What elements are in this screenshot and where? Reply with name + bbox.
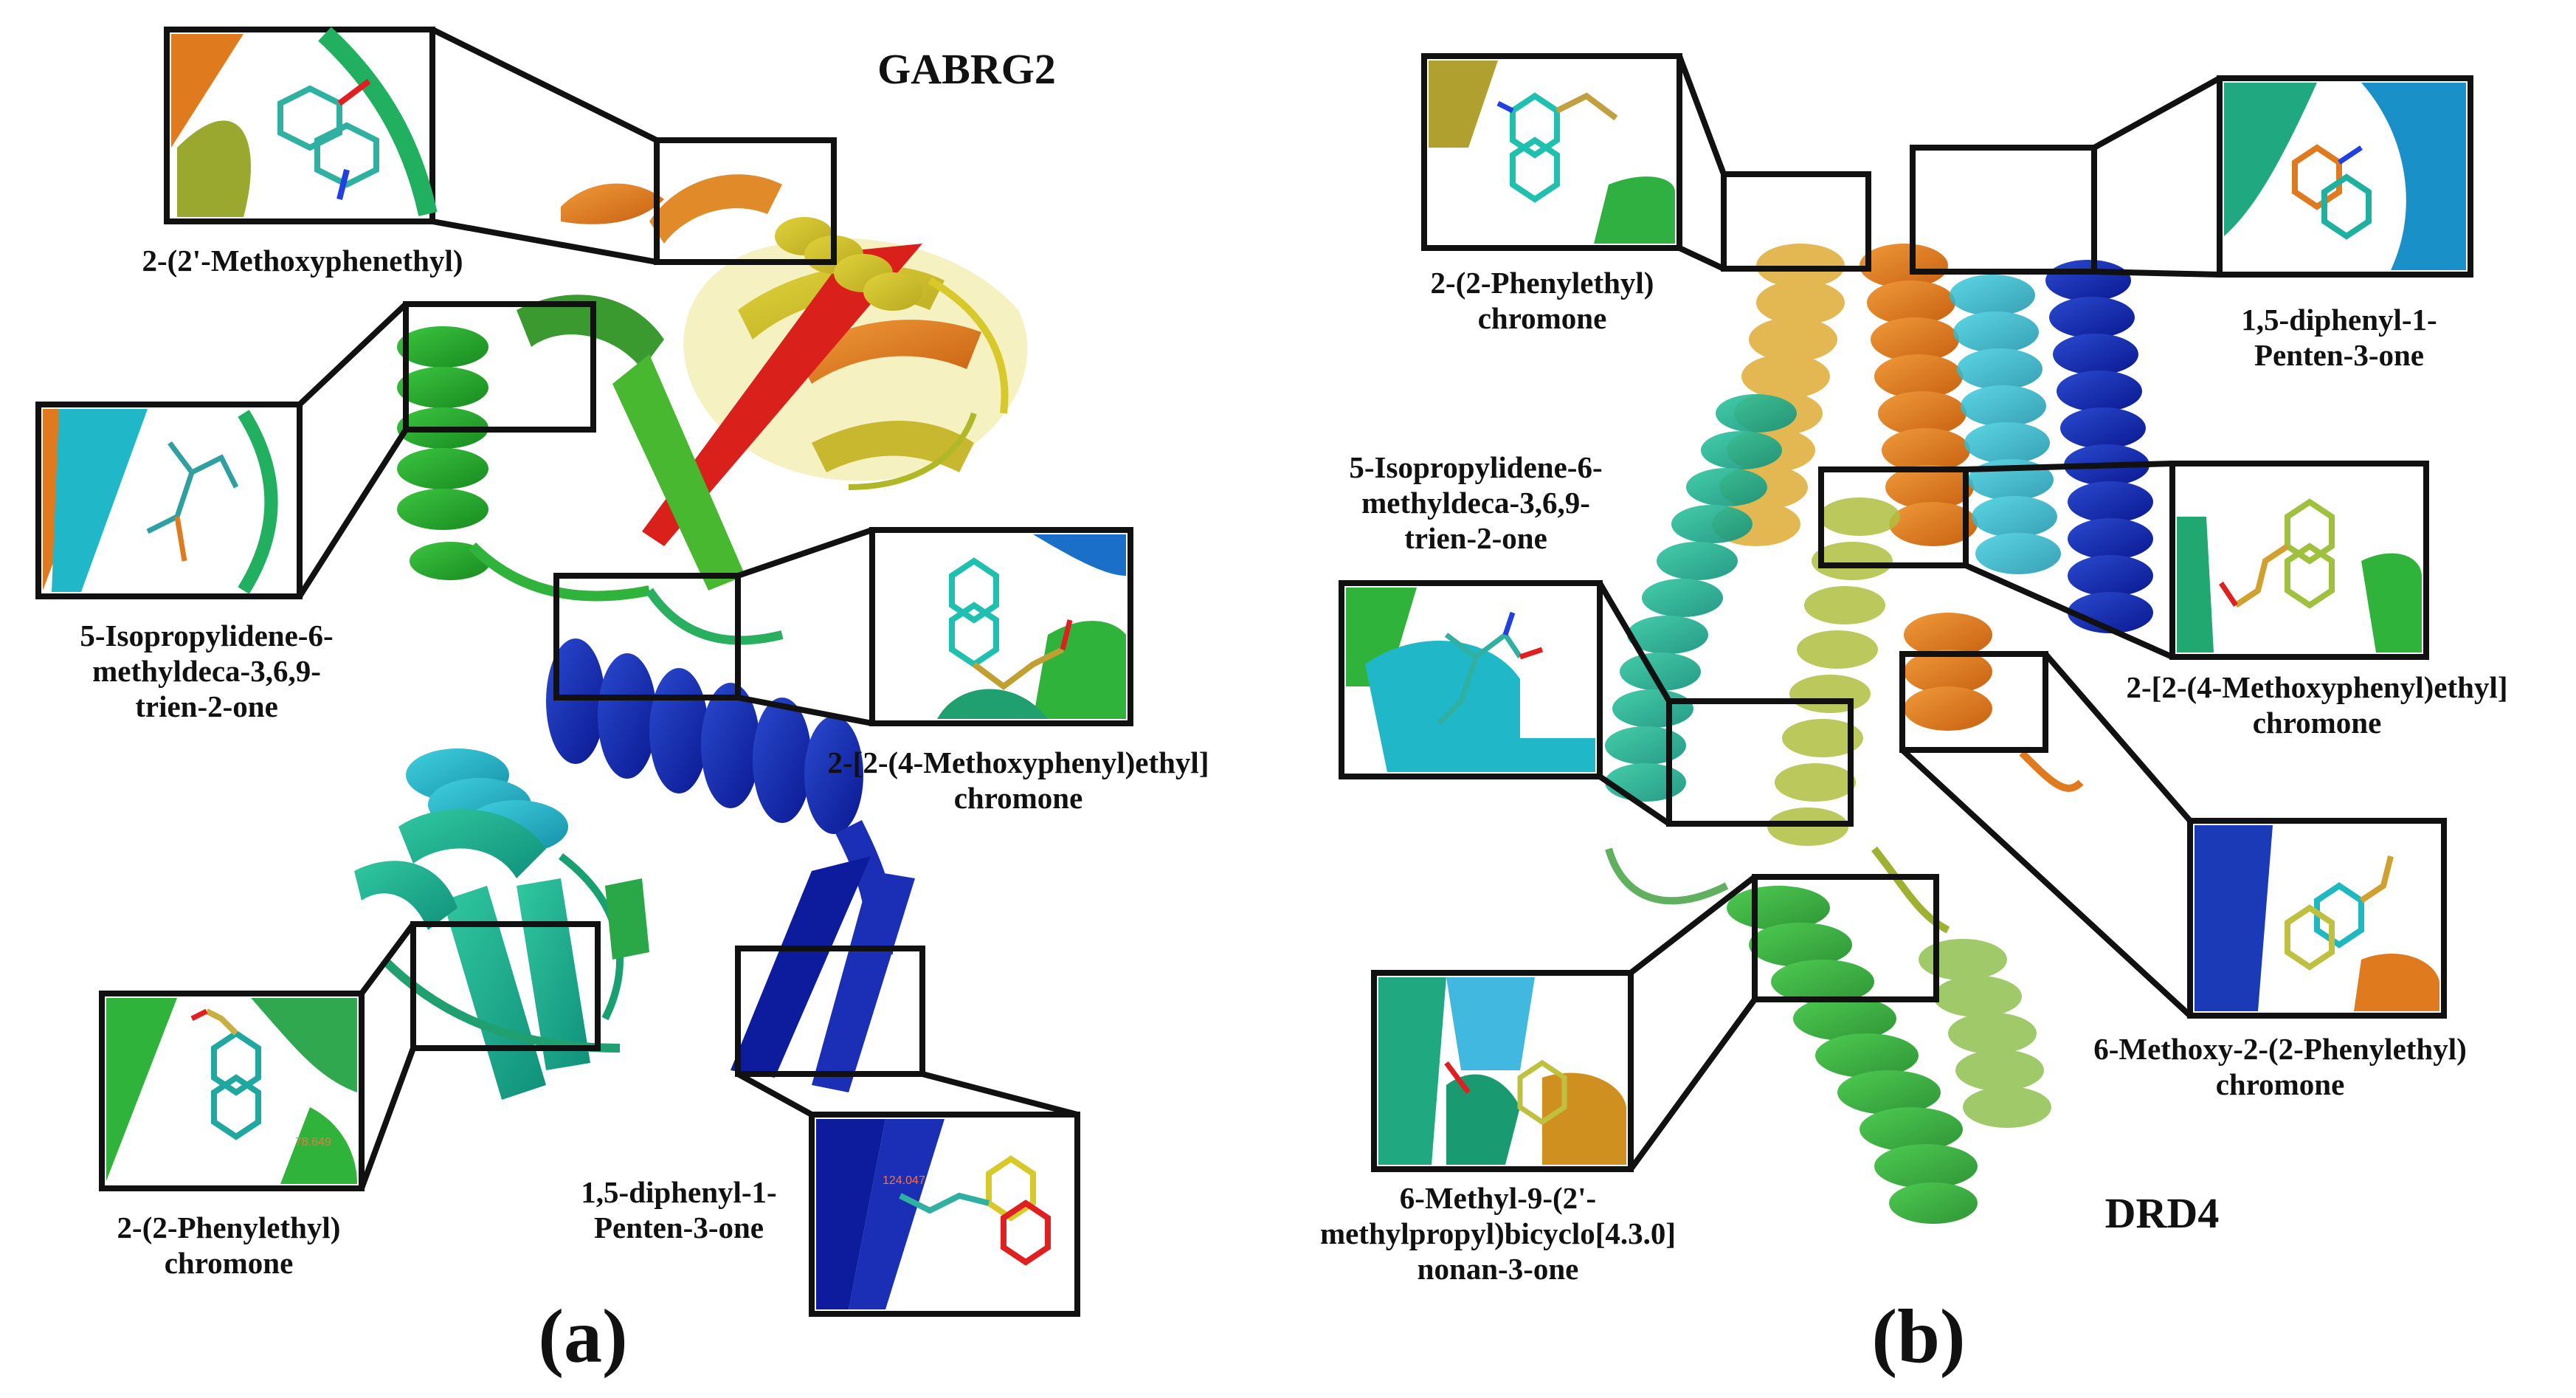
callout-b5-region: [1899, 651, 2447, 1019]
callout-b3-region: [1339, 580, 1854, 827]
panel-letter-a: (a): [538, 1294, 628, 1379]
protein-name-gabrg2: GABRG2: [877, 45, 1056, 93]
label-b6: 6-Methyl-9-(2'- methylpropyl)bicyclo[4.3…: [1319, 1181, 1677, 1286]
callout-a3-region: [553, 527, 1133, 726]
label-a4: 2-(2-Phenylethyl) chromone: [117, 1211, 341, 1280]
panel-letter-b: (b): [1871, 1294, 1966, 1379]
label-b3: 5-Isopropylidene-6- methyldeca-3,6,9- tr…: [1349, 450, 1603, 555]
label-a3: 2-[2-(4-Methoxyphenyl)ethyl] chromone: [827, 746, 1209, 815]
distance-label-a4: 78.649: [295, 1136, 331, 1149]
callout-a1-region: [164, 27, 837, 265]
callout-a5-region: 124.047: [735, 946, 1080, 1317]
callout-b1-region: [1421, 53, 1871, 272]
label-a2: 5-Isopropylidene-6- methyldeca-3,6,9- tr…: [80, 619, 334, 723]
callout-b4-region: [1818, 461, 2429, 660]
drd4-protein-structure: [1605, 244, 2153, 1224]
callout-b6-region: [1371, 874, 1939, 1172]
label-b5: 6-Methoxy-2-(2-Phenylethyl) chromone: [2093, 1032, 2467, 1101]
callout-a4-region: 78.649: [99, 921, 601, 1191]
label-b2: 1,5-diphenyl-1- Penten-3-one: [2241, 303, 2437, 372]
label-b1: 2-(2-Phenylethyl) chromone: [1430, 266, 1654, 335]
label-b4: 2-[2-(4-Methoxyphenyl)ethyl] chromone: [2126, 670, 2508, 740]
distance-label-a5: 124.047: [883, 1174, 925, 1187]
label-a5: 1,5-diphenyl-1- Penten-3-one: [581, 1175, 777, 1244]
protein-name-drd4: DRD4: [2104, 1189, 2220, 1237]
callout-b2-region: [1910, 75, 2473, 278]
label-a1: 2-(2'-Methoxyphenethyl): [142, 244, 463, 278]
callout-a2-region: [35, 301, 596, 599]
